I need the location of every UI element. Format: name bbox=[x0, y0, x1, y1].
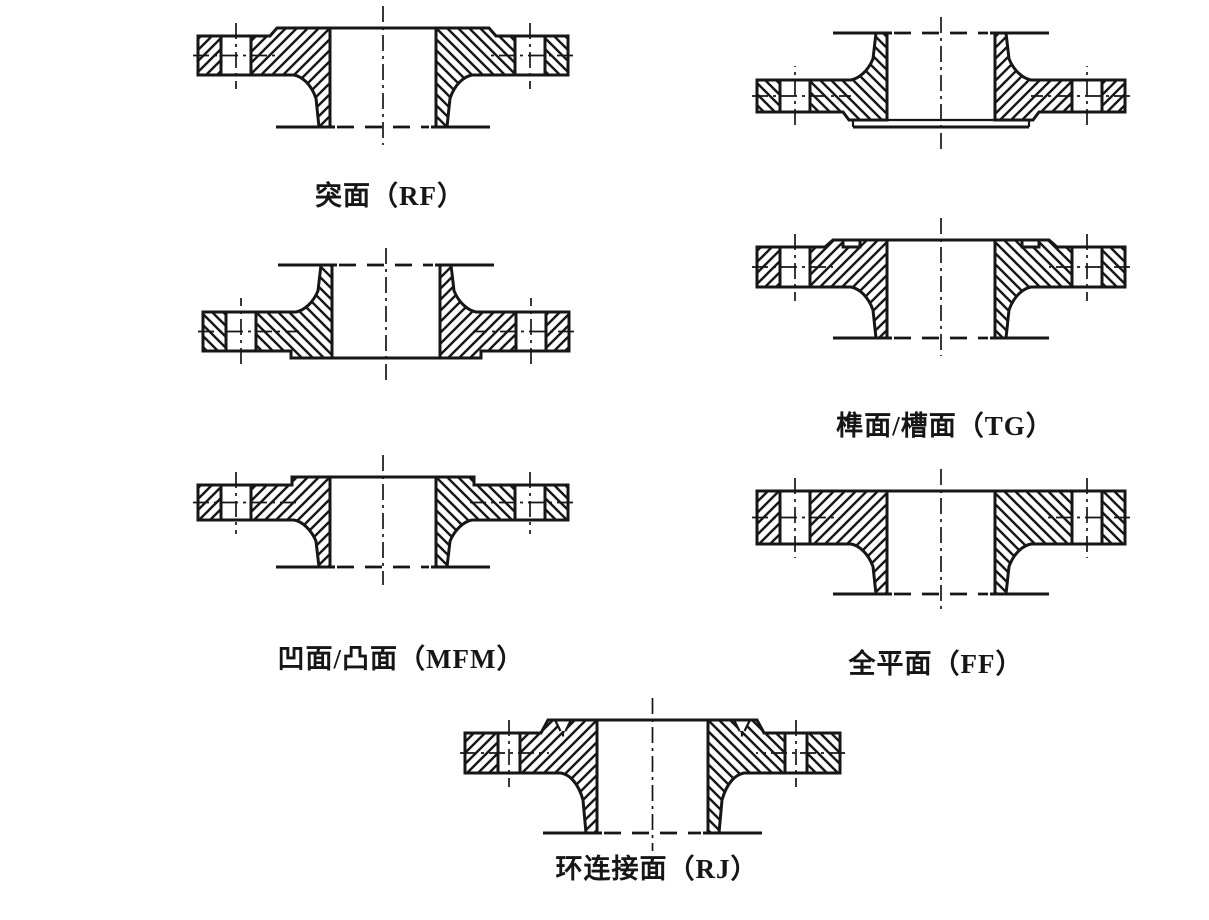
caption-tg: 榫面/槽面（TG） bbox=[836, 411, 1054, 441]
figure-tg-tongue bbox=[749, 216, 1133, 363]
flange-drawing-ff-flange bbox=[752, 469, 1130, 612]
figure-raised-face-rf bbox=[190, 4, 576, 152]
caption-rf: 突面（RF） bbox=[315, 181, 465, 211]
caption-rj: 环连接面（RJ） bbox=[555, 854, 759, 884]
figure-mfm-female-inverted bbox=[195, 245, 577, 387]
figure-flat-face-ff bbox=[749, 467, 1133, 619]
figure-tg-groove-inverted bbox=[749, 13, 1133, 156]
flange-drawing-rf-flange bbox=[193, 6, 573, 145]
flange-drawing-tg-groove-flange bbox=[752, 15, 1130, 149]
caption-ff: 全平面（FF） bbox=[848, 649, 1024, 679]
caption-mfm: 凹面/凸面（MFM） bbox=[277, 644, 525, 674]
flange-drawing-tg-tongue-flange bbox=[752, 218, 1130, 356]
figure-mfm-male bbox=[190, 453, 576, 592]
flange-drawing-rj-flange bbox=[460, 698, 845, 851]
figure-ring-joint-rj bbox=[457, 696, 848, 858]
flange-drawing-mfm-male-flange bbox=[193, 455, 573, 585]
flange-drawing-mfm-female-flange bbox=[198, 247, 574, 380]
